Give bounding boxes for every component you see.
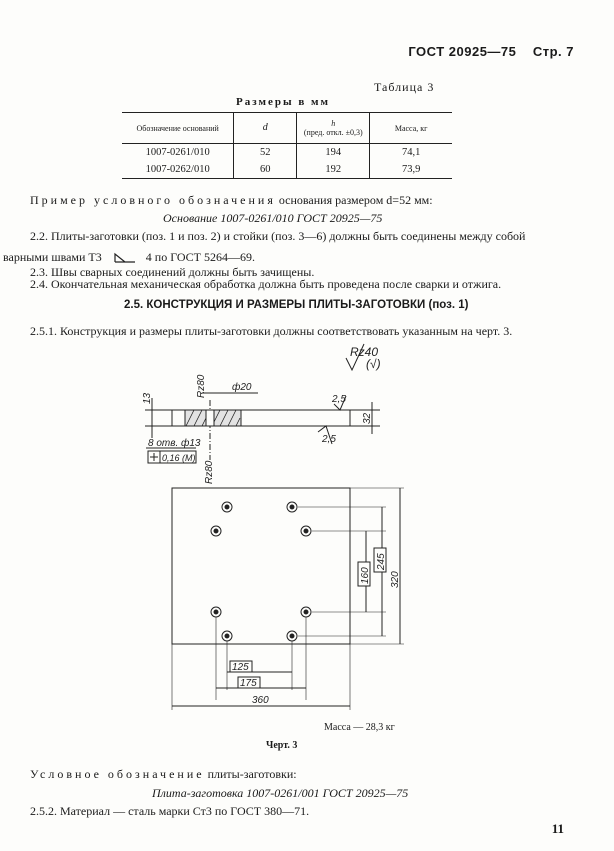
dim-245-label: 245 xyxy=(376,553,387,571)
dim-phi20-label: ф20 xyxy=(232,381,252,393)
dim-360-label: 360 xyxy=(252,695,269,706)
dim-32-label: 32 xyxy=(362,412,373,424)
mass-note: Масса — 28,3 кг xyxy=(324,722,395,733)
cell-mass: 73,9 xyxy=(369,161,452,180)
dim-175-label: 175 xyxy=(240,678,257,689)
table-caption: Размеры в мм xyxy=(236,96,330,108)
dim-2-5-top-label: 2,5 xyxy=(331,394,346,405)
tolerance-label: 0,16 (М) xyxy=(162,453,196,463)
dim-320-label: 320 xyxy=(390,571,401,588)
table-row: 1007-0262/010 60 192 73,9 xyxy=(122,161,452,180)
conditional-designation-value: Плита-заготовка 1007-0261/001 ГОСТ 20925… xyxy=(152,786,409,800)
cell-h: 194 xyxy=(296,143,370,162)
paragraph-2-2-cont: варными швами Т3 4 по ГОСТ 5264—69. xyxy=(3,250,255,265)
col-h-symbol: h xyxy=(331,119,336,128)
paragraph-2-5-1: 2.5.1. Конструкция и размеры плиты-загот… xyxy=(30,324,513,338)
conditional-designation-rest: плиты-заготовки: xyxy=(204,767,297,781)
paragraph-2-5-2: 2.5.2. Материал — сталь марки Ст3 по ГОС… xyxy=(30,804,310,818)
col-h: h (пред. откл. ±0,3) xyxy=(296,111,370,145)
col-h-note: (пред. откл. ±0,3) xyxy=(303,128,363,138)
rz80-top-label: Rz80 xyxy=(196,374,207,398)
holes-note-label: 8 отв. ф13 xyxy=(148,437,201,449)
section-heading: 2.5. КОНСТРУКЦИЯ И РАЗМЕРЫ ПЛИТЫ-ЗАГОТОВ… xyxy=(124,299,469,311)
example-label: Пример условного обозначения xyxy=(30,193,276,207)
col-designation: Обозначение оснований xyxy=(122,111,234,145)
example-designation: Основание 1007-0261/010 ГОСТ 20925—75 xyxy=(163,211,383,225)
weld-symbol-icon xyxy=(114,253,135,263)
rz80-bottom-label: Rz80 xyxy=(204,460,215,484)
dim-125-label: 125 xyxy=(232,662,249,673)
dim-13-label: 13 xyxy=(142,392,153,404)
table-title: Таблица 3 xyxy=(374,80,435,94)
paragraph-2-2: 2.2. Плиты-заготовки (поз. 1 и поз. 2) и… xyxy=(30,229,526,243)
document-header: ГОСТ 20925—75 Стр. 7 xyxy=(408,44,574,59)
cell-designation: 1007-0262/010 xyxy=(122,161,234,180)
cell-mass: 74,1 xyxy=(369,143,452,162)
example-rest: основания размером d=52 мм: xyxy=(275,193,433,207)
conditional-designation-label: Условное обозначение xyxy=(30,767,205,781)
table-row: 1007-0261/010 52 194 74,1 xyxy=(122,143,452,162)
dim-160-label: 160 xyxy=(360,567,371,584)
cell-h: 192 xyxy=(296,161,370,180)
weld-standard-text: 4 по ГОСТ 5264—69. xyxy=(145,250,255,264)
dimensions-table: Обозначение оснований d h (пред. откл. ±… xyxy=(122,111,452,180)
cell-designation: 1007-0261/010 xyxy=(145,147,210,159)
roughness-check-label: (√) xyxy=(366,357,381,371)
roughness-main-label: Rz40 xyxy=(350,345,378,359)
page-number: 11 xyxy=(551,821,564,836)
col-d: d xyxy=(233,111,297,145)
cell-d: 52 xyxy=(233,143,297,162)
bolt-holes xyxy=(210,501,312,642)
gost-number: ГОСТ 20925—75 xyxy=(408,44,517,59)
cell-d: 60 xyxy=(233,161,297,180)
weld-seam-text: варными швами Т3 xyxy=(3,250,102,264)
page-label: Стр. 7 xyxy=(532,44,574,59)
col-mass: Масса, кг xyxy=(369,111,452,145)
paragraph-2-4: 2.4. Окончательная механическая обработк… xyxy=(30,277,502,291)
drawing-caption: Черт. 3 xyxy=(266,740,298,751)
drawing-3: Rz40 (√) 13 ф20 Rz80 32 2,5 2,5 8 отв. ф… xyxy=(142,343,404,710)
conditional-designation-paragraph: Условное обозначение плиты-заготовки: xyxy=(30,767,297,782)
paragraph-2-3: 2.3. Швы сварных соединений должны быть … xyxy=(30,265,315,279)
example-paragraph: Пример условного обозначения основания р… xyxy=(30,193,433,208)
dim-2-5-bottom-label: 2,5 xyxy=(321,434,336,445)
